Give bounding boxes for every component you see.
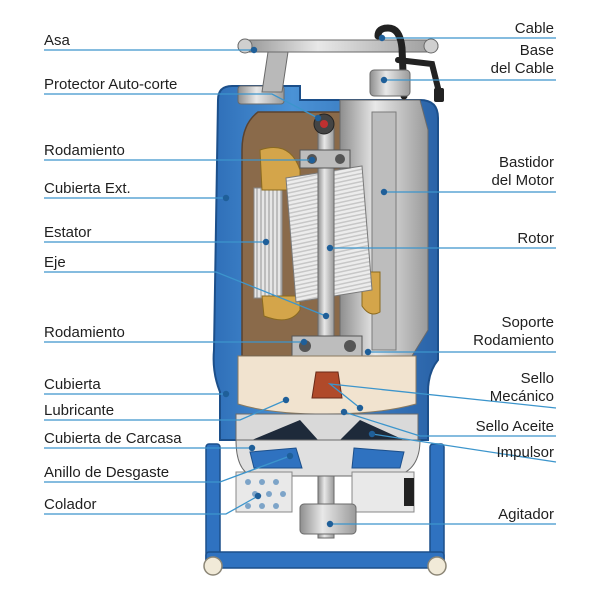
label-colador: Colador [44,496,97,513]
label-cubierta-pointer-dot [222,390,230,398]
leader-lines [44,34,557,528]
label-bastidor-line: Bastidor [498,154,554,171]
label-impulsor-line: Impulsor [496,444,554,461]
label-rodamiento-inf-pointer-dot [300,338,308,346]
strainer [235,471,415,535]
label-eje: Eje [44,254,66,271]
label-soporte-pointer-dot [364,348,372,356]
label-sello-aceite: Sello Aceite [476,418,554,436]
label-bastidor-line: del Motor [491,172,554,189]
label-impulsor-pointer-dot [368,430,376,438]
label-agitador-line: Agitador [498,506,554,523]
label-estator-pointer-dot [262,238,270,246]
stator [253,147,381,321]
label-cable: Cable [515,20,554,38]
pump-casing [235,413,421,477]
label-protector-leader [44,93,319,119]
label-sello-aceite-line: Sello Aceite [475,418,554,435]
lubricant-chamber [237,355,417,415]
label-anillo: Anillo de Desgaste [44,464,170,481]
label-sello-mecanico-leader [327,383,557,409]
label-cable-pointer-dot [378,34,386,42]
label-rodamiento-sup: Rodamiento [44,142,125,159]
label-colador-leader [44,495,259,515]
label-rodamiento-inf: Rodamiento [44,324,125,341]
label-lubricante-leader [44,399,287,421]
label-agitador-pointer-dot [326,520,334,528]
label-rotor-line: Rotor [517,230,554,247]
label-lubricante: Lubricante [44,402,115,419]
label-cubierta-carcasa-pointer-dot [248,444,256,452]
label-rodamiento-sup-pointer-dot [308,156,316,164]
label-colador-pointer-dot [254,492,262,500]
label-soporte-line: Rodamiento [473,332,554,349]
label-soporte-line: Soporte [501,314,554,331]
label-sello-aceite-pointer-dot [340,408,348,416]
label-sello-mecanico-line: Sello [520,370,554,387]
label-cubierta-ext: Cubierta Ext. [44,180,131,197]
label-base-cable-line: del Cable [490,60,554,77]
label-cubierta: Cubierta [44,376,101,393]
label-estator: Estator [44,224,92,241]
label-bastidor-pointer-dot [380,188,388,196]
base-frame [203,443,447,576]
label-impulsor-leader [371,433,557,463]
label-base-cable-line: Base [519,42,554,59]
label-cubierta-ext-pointer-dot [222,194,230,202]
label-base-cable-pointer-dot [380,76,388,84]
label-sello-mecanico-line: Mecánico [489,388,554,405]
label-eje-pointer-dot [322,312,330,320]
label-impulsor: Impulsor [496,444,554,462]
label-lubricante-pointer-dot [282,396,290,404]
label-rotor-pointer-dot [326,244,334,252]
label-sello-aceite-leader [343,411,556,437]
label-rotor: Rotor [517,230,554,248]
label-eje-leader [44,271,327,317]
label-anillo-leader [44,455,291,483]
label-sello-mecanico-pointer-dot [356,404,364,412]
label-asa: Asa [44,32,70,49]
label-asa-pointer-dot [250,46,258,54]
label-cubierta-carcasa: Cubierta de Carcasa [44,430,182,447]
label-anillo-pointer-dot [286,452,294,460]
label-protector: Protector Auto-corte [44,76,178,93]
cable-assembly [369,24,444,102]
handle [237,38,439,93]
label-cable-line: Cable [514,20,554,37]
label-protector-pointer-dot [314,114,322,122]
label-agitador: Agitador [498,506,554,524]
